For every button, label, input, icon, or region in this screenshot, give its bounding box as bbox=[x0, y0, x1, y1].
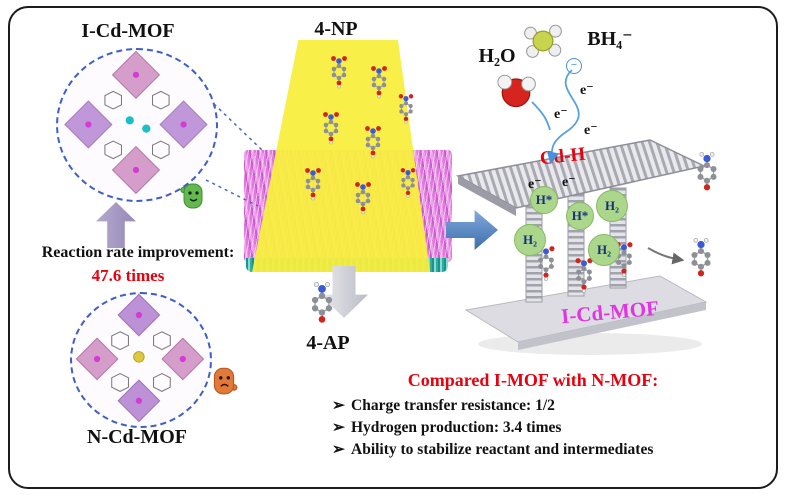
comparison-item: ➢ Hydrogen production: 3.4 times bbox=[318, 417, 748, 439]
np-label: 4-NP bbox=[314, 18, 358, 40]
thumbs-down-mascot bbox=[210, 364, 238, 401]
electron-label: e⁻ bbox=[528, 177, 542, 192]
h2-bubble: H₂ bbox=[588, 234, 620, 266]
bh4-label: BH₄⁻ bbox=[587, 28, 633, 50]
np-molecule-icon bbox=[394, 94, 418, 124]
bullet-arrow-icon: ➢ bbox=[332, 441, 345, 458]
up-arrow bbox=[96, 202, 136, 248]
np-molecule-icon bbox=[318, 112, 344, 145]
comparison-item-text: Ability to stabilize reactant and interm… bbox=[351, 441, 654, 458]
electron-label: e⁻ bbox=[562, 175, 576, 190]
np-molecule-icon bbox=[366, 66, 392, 99]
h-star-bubble: H* bbox=[530, 186, 558, 214]
np-molecule-icon bbox=[326, 56, 352, 89]
i-cd-mof-title: I-Cd-MOF bbox=[81, 20, 175, 42]
electron-label: e⁻ bbox=[580, 83, 594, 98]
h2-bubble: H₂ bbox=[596, 190, 628, 222]
thumbs-up-mascot bbox=[180, 180, 206, 215]
h-star-bubble: H* bbox=[566, 202, 594, 230]
reaction-rate-text: Reaction rate improvement: bbox=[41, 244, 235, 261]
negative-charge-icon: − bbox=[566, 58, 582, 74]
h2o-label: H₂O bbox=[478, 45, 516, 67]
ap-molecule-icon bbox=[690, 152, 724, 195]
i-cd-mof-structure-circle bbox=[56, 48, 218, 202]
np-molecule-icon bbox=[360, 126, 386, 159]
ap-molecule-icon bbox=[304, 282, 340, 328]
comparison-item: ➢ Ability to stabilize reactant and inter… bbox=[318, 439, 748, 461]
comparison-title: Compared I-MOF with N-MOF: bbox=[407, 370, 659, 390]
reaction-rate-value: 47.6 times bbox=[91, 266, 165, 285]
n-cd-mof-title: N-Cd-MOF bbox=[87, 426, 187, 448]
water-molecule-icon bbox=[497, 74, 536, 108]
mof-house-structure bbox=[455, 139, 708, 355]
ap-label: 4-AP bbox=[306, 332, 350, 354]
ap-molecule-icon bbox=[684, 238, 718, 281]
comparison-item-text: Hydrogen production: 3.4 times bbox=[351, 419, 562, 436]
i-cd-mof-structure-art bbox=[64, 50, 208, 195]
np-molecule-icon bbox=[396, 168, 420, 198]
bullet-arrow-icon: ➢ bbox=[332, 419, 345, 436]
bh4-molecule-icon bbox=[523, 24, 563, 59]
bullet-arrow-icon: ➢ bbox=[332, 397, 345, 414]
zoom-callout-line bbox=[213, 103, 263, 151]
np-molecule-icon bbox=[570, 258, 598, 294]
n-cd-mof-structure-art bbox=[75, 293, 205, 423]
h2-bubble: H₂ bbox=[514, 224, 546, 256]
comparison-item-text: Charge transfer resistance: 1/2 bbox=[351, 397, 555, 414]
comparison-block: Compared I-MOF with N-MOF: ➢ Charge trans… bbox=[318, 370, 748, 461]
comparison-item: ➢ Charge transfer resistance: 1/2 bbox=[318, 395, 748, 417]
np-molecule-icon bbox=[350, 182, 376, 215]
electron-label: e⁻ bbox=[584, 123, 598, 138]
electron-label: e⁻ bbox=[554, 107, 568, 122]
cd-h-label: Cd-H bbox=[538, 143, 587, 170]
np-molecule-icon bbox=[300, 168, 326, 201]
n-cd-mof-structure-circle bbox=[70, 292, 212, 428]
